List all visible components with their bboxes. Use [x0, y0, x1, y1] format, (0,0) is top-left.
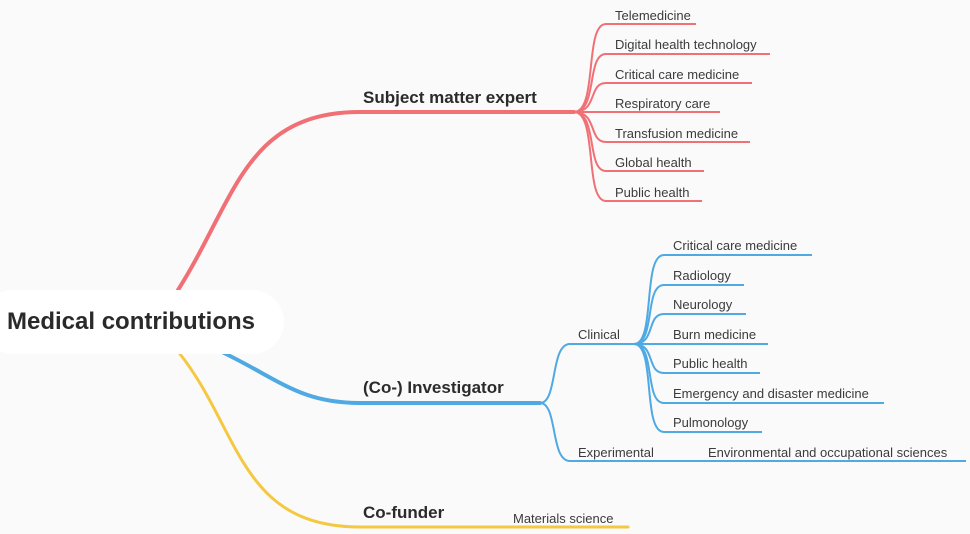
connector-clinical-pulmonology	[633, 343, 762, 433]
clinical-item-pulmonology[interactable]: Pulmonology	[673, 415, 749, 430]
clinical-item-neurology[interactable]: Neurology	[673, 297, 733, 312]
connector-root-to-cofunder	[178, 352, 630, 529]
connector-clinical-radiology	[633, 284, 744, 345]
connector-clinical-critical-care	[633, 254, 812, 345]
connector-investigator-experimental	[539, 402, 664, 462]
clinical-item-burn[interactable]: Burn medicine	[673, 327, 757, 342]
root-node[interactable]	[0, 290, 284, 354]
sme-item-digital-health[interactable]: Digital health technology	[615, 37, 757, 52]
branch-cofunder[interactable]: Co-funder	[363, 503, 445, 522]
investigator-clinical[interactable]: Clinical	[578, 327, 620, 342]
clinical-item-public-health[interactable]: Public health	[673, 356, 748, 371]
sme-item-transfusion[interactable]: Transfusion medicine	[615, 126, 739, 141]
connector-root-to-investigator	[220, 350, 542, 405]
sme-item-telemedicine[interactable]: Telemedicine	[615, 8, 691, 23]
sme-item-respiratory[interactable]: Respiratory care	[615, 96, 711, 111]
branch-investigator[interactable]: (Co-) Investigator	[363, 378, 504, 397]
sme-item-public-health[interactable]: Public health	[615, 185, 690, 200]
connector-root-to-subject-matter-expert	[176, 110, 576, 292]
branch-subject-matter-expert[interactable]: Subject matter expert	[363, 88, 537, 107]
connector-sme-telemedicine	[573, 23, 696, 113]
investigator-experimental[interactable]: Experimental	[578, 445, 654, 460]
clinical-item-emergency[interactable]: Emergency and disaster medicine	[673, 386, 869, 401]
connector-clinical-neurology	[633, 313, 746, 345]
sme-item-critical-care[interactable]: Critical care medicine	[615, 67, 740, 82]
sme-item-global-health[interactable]: Global health	[615, 155, 692, 170]
connector-sme-public-health	[573, 111, 702, 202]
clinical-item-radiology[interactable]: Radiology	[673, 268, 731, 283]
connector-sme-digital-health	[573, 53, 770, 113]
root-label: Medical contributions	[7, 308, 256, 335]
cofunder-item-materials-science[interactable]: Materials science	[513, 511, 614, 526]
clinical-item-critical-care[interactable]: Critical care medicine	[673, 238, 798, 253]
experimental-item-environmental[interactable]: Environmental and occupational sciences	[708, 445, 948, 460]
connector-investigator-clinical	[539, 343, 634, 404]
